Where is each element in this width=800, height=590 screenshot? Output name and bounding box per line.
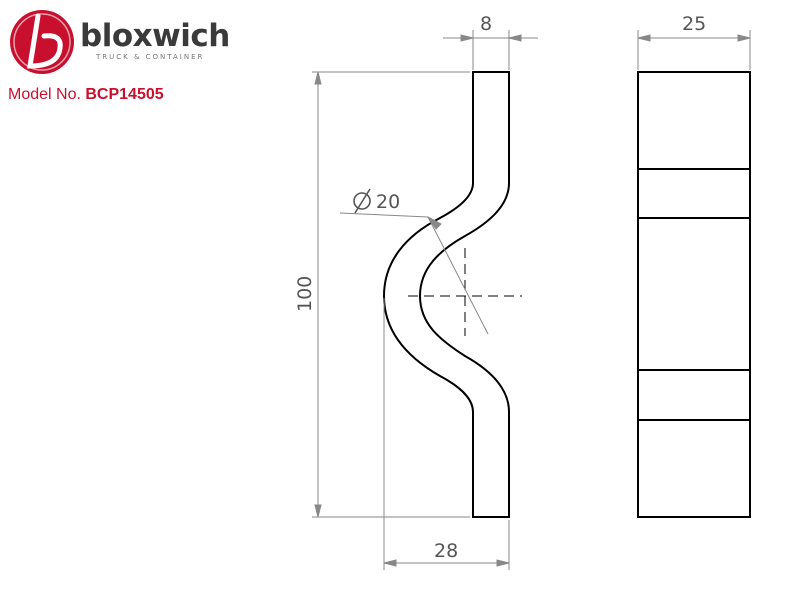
- height-value: 100: [294, 276, 316, 312]
- diameter-leader: [339, 212, 489, 335]
- center-mark: [408, 248, 522, 336]
- depth-dimension: [383, 298, 510, 570]
- diameter-value: 20: [376, 191, 400, 213]
- height-dimension: [312, 71, 470, 518]
- brand-tagline: TRUCK & CONTAINER: [96, 53, 205, 61]
- bloxwich-logo-icon: [10, 10, 74, 74]
- brand-name: bloxwich: [80, 18, 230, 54]
- width-value: 25: [682, 13, 706, 35]
- diameter-symbol-icon: [353, 188, 371, 214]
- thickness-dimension: [443, 30, 538, 70]
- width-dimension: [637, 30, 751, 70]
- model-label: Model No.: [8, 86, 81, 103]
- bracket-front-view: [637, 71, 751, 518]
- model-number: BCP14505: [85, 86, 164, 103]
- thickness-value: 8: [480, 13, 492, 35]
- depth-value: 28: [434, 540, 458, 562]
- bracket-side-profile: [382, 71, 510, 518]
- model-number-line: Model No. BCP14505: [8, 86, 164, 104]
